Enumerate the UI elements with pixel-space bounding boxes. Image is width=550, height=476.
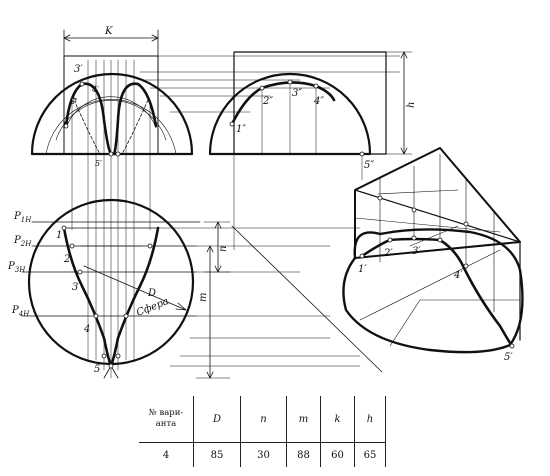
label-D: D [147, 288, 156, 299]
front-intersection-curve-left [64, 82, 113, 156]
isometric-view [342, 147, 524, 354]
label-front-5: 5′ [95, 159, 102, 168]
table-cell: 65 [354, 442, 386, 467]
table-row: 4 85 30 88 60 65 [139, 442, 386, 467]
label-h: h [406, 102, 417, 108]
label-sphere: Сфера [135, 296, 170, 319]
table-cell: 30 [240, 442, 287, 467]
table-header-cell: n [240, 396, 287, 443]
label-iso-2: 2′ [383, 248, 393, 259]
label-iso-4: 4′ [453, 270, 463, 281]
label-plan-2: 2 [63, 254, 70, 265]
label-m: m [198, 293, 209, 302]
table-header-cell: № вари-анта [139, 396, 194, 443]
table-cell: 85 [193, 442, 241, 467]
table-cell: 60 [320, 442, 355, 467]
label-side-1: 1″ [236, 124, 246, 135]
label-iso-5: 5′ [504, 352, 513, 363]
technical-drawing: K h 3′ 4′ 2′ 1′ 5′ 1″ 2″ 3″ 4″ 5″ P1H P2… [7, 26, 524, 379]
table-header-cell: D [193, 396, 241, 443]
table-header-row: № вари-анта D n m k h [139, 396, 386, 443]
dims-n-m [195, 221, 231, 379]
label-plan-3: 3 [72, 282, 78, 293]
table-cell: 88 [286, 442, 321, 467]
label-side-5: 5″ [364, 160, 374, 171]
front-intersection-curve-right [112, 82, 158, 156]
label-p2: P2H [13, 235, 32, 248]
plan-view [21, 198, 201, 379]
label-plan-5: 5 [94, 364, 100, 375]
label-plan-1: 1 [56, 230, 62, 241]
label-p1: P1H [13, 211, 32, 224]
label-front-2: 2′ [69, 97, 77, 106]
label-side-2: 2″ [262, 96, 273, 107]
table-header-cell: m [286, 396, 321, 443]
table-header-cell: k [320, 396, 355, 443]
table-header-cell: h [354, 396, 386, 443]
label-n: n [218, 246, 229, 252]
construction-45-line [231, 225, 383, 373]
plan-curve-right [109, 226, 160, 368]
label-front-1: 1′ [62, 121, 69, 130]
plan-projection-lines [157, 227, 361, 367]
label-side-3: 3″ [292, 88, 302, 99]
label-p3: P3H [7, 261, 26, 274]
label-iso-1: 1′ [358, 264, 367, 275]
label-side-4: 4″ [313, 96, 324, 107]
side-view [208, 51, 413, 251]
iso-base-ellipse [342, 228, 524, 354]
front-hemisphere [30, 72, 194, 156]
label-front-4: 4′ [91, 85, 99, 94]
label-iso-3: 3′ [412, 246, 421, 257]
front-view [30, 29, 194, 379]
label-p4: P4H [11, 305, 30, 318]
diameter-line [83, 265, 187, 311]
plan-curve-left [62, 226, 113, 368]
label-k: K [104, 26, 113, 37]
side-prism-outline [233, 51, 387, 155]
label-front-3: 3′ [74, 64, 83, 75]
side-hemisphere [208, 72, 372, 156]
variant-table: № вари-анта D n m k h 4 85 30 88 60 65 [139, 396, 386, 467]
front-side-projection-lines [139, 55, 401, 113]
table-cell: 4 [139, 442, 194, 467]
label-plan-4: 4 [83, 324, 90, 335]
